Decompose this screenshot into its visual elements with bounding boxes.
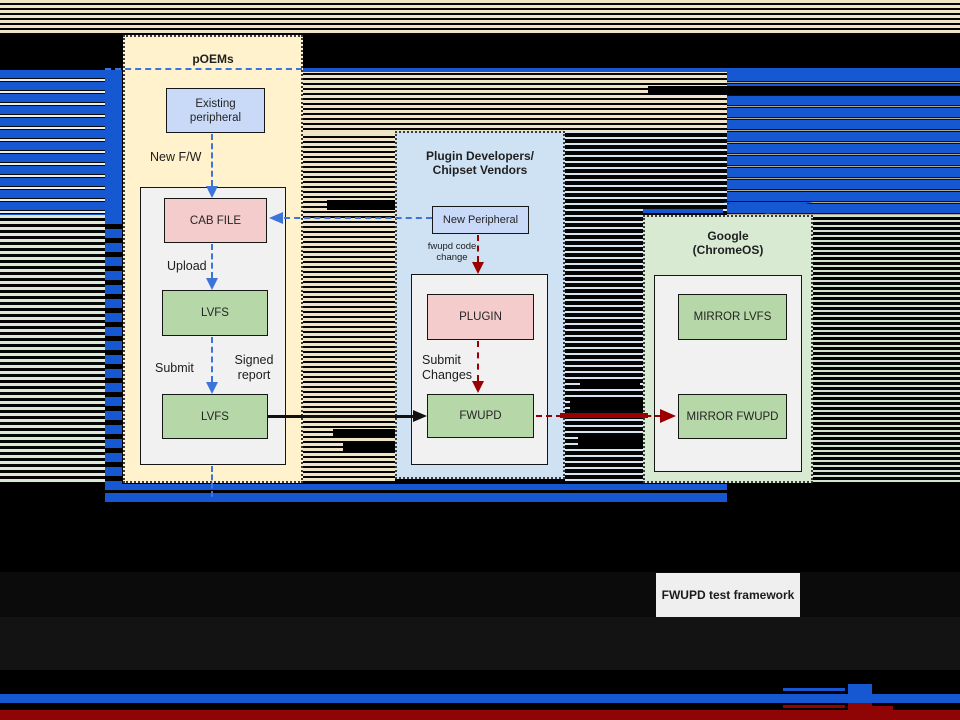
label-new-fw: New F/W <box>150 150 202 164</box>
panel-plugin-title-line2: Chipset Vendors <box>432 163 528 177</box>
box-new-peripheral: New Peripheral <box>432 206 529 234</box>
glitch-blue-left-column <box>105 70 122 215</box>
glitch-stripes-tan-top <box>0 0 960 35</box>
bottom-blue-band <box>0 694 960 703</box>
glitch-red-fragment <box>870 706 893 710</box>
arrow-cab-to-lvfs <box>211 244 213 278</box>
label-signed-report: Signed report <box>234 353 274 382</box>
glitch-stripes-tan-column <box>303 133 395 483</box>
glitch-bar <box>578 435 643 449</box>
glitch-stripes-green-left <box>0 215 105 483</box>
box-cab-file: CAB FILE <box>164 198 267 243</box>
box-fwupd-label: FWUPD <box>459 410 502 422</box>
arrowhead-fwupd <box>472 381 484 393</box>
glitch-blue-band-a <box>105 484 727 490</box>
box-lvfs-upper-label: LVFS <box>201 307 229 319</box>
glitch-stripes-tan-mid <box>303 70 727 133</box>
arrowhead-cab-left <box>269 212 283 224</box>
glitch-stripes-paleblue-upper <box>565 131 727 215</box>
label-fwupd-code-change: fwupd code change <box>427 241 477 263</box>
glitch-blue-line-top <box>303 68 960 72</box>
panel-plugin-title-line1: Plugin Developers/ <box>425 149 535 163</box>
glitch-blue-fragment <box>868 209 960 213</box>
box-lvfs-upper: LVFS <box>162 290 268 336</box>
glitch-blue-fragment <box>643 209 723 213</box>
glitch-bar <box>0 48 107 65</box>
bottom-red-band <box>0 710 960 720</box>
arrowhead-fwupd-left <box>413 410 427 422</box>
glitch-bar <box>653 50 960 62</box>
arrowhead-lvfs-lower <box>206 382 218 394</box>
glitch-stripes-blue-left <box>0 70 105 215</box>
glitch-blue-square <box>848 684 872 703</box>
glitch-bar <box>333 429 397 437</box>
glitch-arrow-artifact <box>723 202 813 214</box>
arrowhead-lvfs-upper <box>206 278 218 290</box>
box-existing-peripheral-label: Existing peripheral <box>189 97 242 124</box>
arrow-fwupd-to-mirror-dash1 <box>536 415 562 417</box>
glitch-bar <box>580 379 640 389</box>
arrowhead-mirror-fwupd <box>660 409 676 423</box>
glitch-stripes-thickblue-right <box>727 72 960 215</box>
box-plugin: PLUGIN <box>427 294 534 340</box>
arrow-newperipheral-to-cab <box>284 217 432 219</box>
glitch-blue-band-b <box>105 493 727 502</box>
label-upload: Upload <box>167 259 207 273</box>
box-fwupd: FWUPD <box>427 394 534 438</box>
box-cab-file-label: CAB FILE <box>189 214 242 227</box>
panel-google-title-line2: (ChromeOS) <box>692 243 764 257</box>
arrow-poems-exit-bottom <box>211 466 213 497</box>
box-lvfs-lower: LVFS <box>162 394 268 439</box>
glitch-dark-band-upper <box>0 572 960 617</box>
arrow-plugin-to-fwupd <box>477 341 479 381</box>
glitch-bar <box>570 398 643 410</box>
glitch-bar <box>343 443 397 452</box>
box-existing-peripheral: Existing peripheral <box>166 88 265 133</box>
arrow-existing-to-cab <box>211 134 213 186</box>
arrow-fwupd-to-mirror-dash2 <box>646 415 660 417</box>
box-fwupd-test-framework-label: FWUPD test framework <box>661 588 795 602</box>
label-submit-changes: Submit Changes <box>422 353 473 382</box>
arrowhead-plugin-container <box>472 262 484 274</box>
glitch-blue-squares-column <box>105 215 122 493</box>
poems-divider-dashed-line <box>105 68 302 70</box>
glitch-thin-red-line <box>783 705 845 708</box>
glitch-stripes-green-right <box>813 215 960 483</box>
panel-google-title-line1: Google <box>707 229 749 243</box>
box-mirror-lvfs: MIRROR LVFS <box>678 294 787 340</box>
box-fwupd-test-framework: FWUPD test framework <box>656 573 800 617</box>
arrow-lvfs-to-lvfs <box>211 337 213 382</box>
glitch-bar <box>648 86 960 95</box>
arrowhead-cab <box>206 186 218 198</box>
arrow-newperipheral-to-plugin <box>477 235 479 262</box>
box-mirror-fwupd: MIRROR FWUPD <box>678 394 787 439</box>
box-lvfs-lower-label: LVFS <box>201 410 229 423</box>
arrow-fwupd-to-mirror-solid <box>560 413 648 418</box>
box-plugin-label: PLUGIN <box>459 311 502 323</box>
box-mirror-fwupd-label: MIRROR FWUPD <box>686 410 779 423</box>
glitch-red-square <box>848 703 872 713</box>
box-mirror-lvfs-label: MIRROR LVFS <box>693 311 772 323</box>
glitch-bar <box>327 200 395 210</box>
box-new-peripheral-label: New Peripheral <box>442 214 519 226</box>
panel-poems-title: pOEMs <box>192 52 234 66</box>
glitch-dark-band-lower <box>0 617 960 670</box>
label-submit: Submit <box>155 361 194 375</box>
arrow-lvfs-to-fwupd <box>268 415 415 418</box>
glitch-thin-blue-line <box>783 688 845 691</box>
